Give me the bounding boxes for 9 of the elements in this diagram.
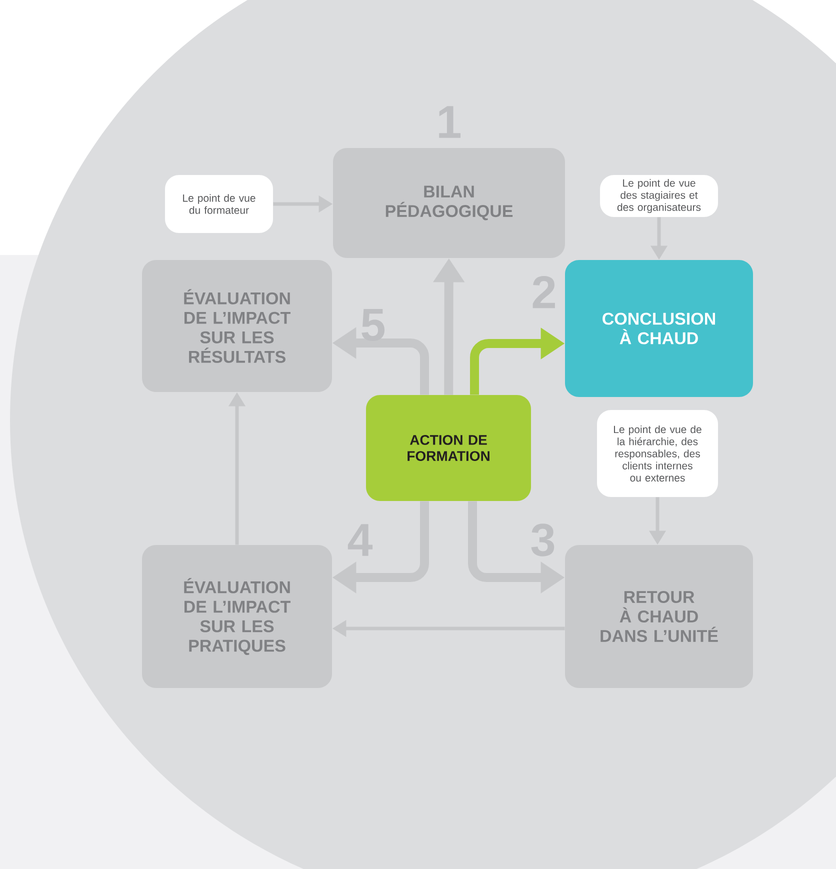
note-box: Le point de vue du formateur (165, 175, 273, 233)
note-box: Le point de vue des stagiaires et des organisateurs (600, 175, 718, 217)
process-box: RETOUR À CHAUD DANS L’UNITÉ (565, 545, 753, 688)
process-box: BILAN PÉDAGOGIQUE (333, 148, 565, 258)
note-box: Le point de vue de la hiérarchie, des responsables, des clients internes ou externes (597, 410, 718, 497)
process-box: CONCLUSION À CHAUD (565, 260, 753, 397)
process-box: ÉVALUATION DE L’IMPACT SUR LES PRATIQUES (142, 545, 332, 688)
process-box: ÉVALUATION DE L’IMPACT SUR LES RÉSULTATS (142, 260, 332, 392)
process-box: ACTION DE FORMATION (366, 395, 531, 501)
